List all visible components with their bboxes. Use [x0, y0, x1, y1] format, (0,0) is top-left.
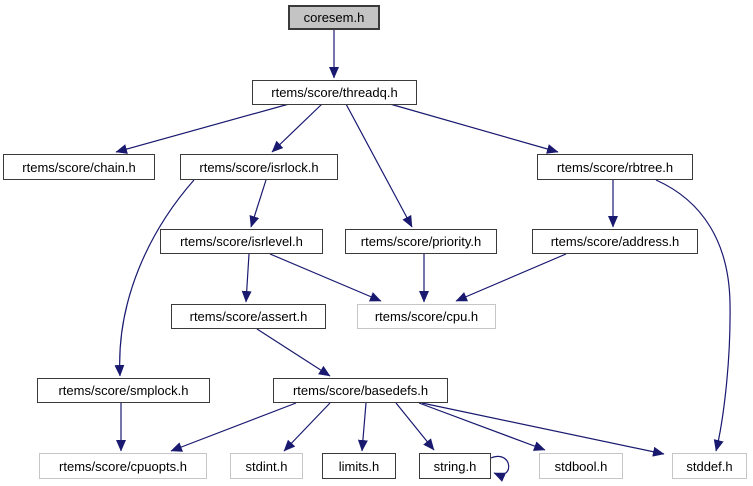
- node-address[interactable]: rtems/score/address.h: [532, 229, 698, 254]
- edge-address-to-cpu: [455, 253, 567, 302]
- node-label-threadq: rtems/score/threadq.h: [271, 85, 398, 100]
- edge-threadq-to-isrlock: [271, 103, 323, 153]
- node-label-smplock: rtems/score/smplock.h: [58, 383, 189, 398]
- edge-basedefs-to-cpuopts: [170, 402, 297, 452]
- node-string[interactable]: string.h: [419, 453, 491, 479]
- node-chain[interactable]: rtems/score/chain.h: [3, 154, 155, 180]
- node-label-cpu: rtems/score/cpu.h: [374, 309, 479, 324]
- node-assert[interactable]: rtems/score/assert.h: [171, 304, 326, 329]
- node-label-address: rtems/score/address.h: [550, 234, 680, 249]
- node-label-chain: rtems/score/chain.h: [22, 159, 136, 175]
- node-label-stdbool: stdbool.h: [554, 458, 608, 474]
- edge-isrlevel-to-assert: [241, 253, 252, 303]
- node-label-isrlock: rtems/score/isrlock.h: [199, 159, 319, 175]
- edge-isrlock-to-smplock: [114, 179, 195, 377]
- edge-basedefs-to-string: [395, 402, 435, 451]
- node-label-basedefs: rtems/score/basedefs.h: [292, 383, 429, 398]
- node-limits[interactable]: limits.h: [322, 453, 396, 479]
- node-priority[interactable]: rtems/score/priority.h: [345, 229, 497, 254]
- node-cpuopts: rtems/score/cpuopts.h: [39, 453, 207, 479]
- node-stddef: stddef.h: [672, 453, 747, 479]
- edge-rbtree-to-stddef: [655, 179, 731, 452]
- node-label-coresem: coresem.h: [303, 10, 365, 25]
- node-stdbool: stdbool.h: [539, 453, 623, 479]
- edge-threadq-to-chain: [115, 103, 290, 154]
- node-coresem: coresem.h: [288, 5, 380, 30]
- node-basedefs[interactable]: rtems/score/basedefs.h: [273, 378, 448, 403]
- node-threadq[interactable]: rtems/score/threadq.h: [252, 80, 417, 105]
- edge-isrlock-to-isrlevel: [249, 179, 267, 228]
- node-stdint: stdint.h: [230, 453, 303, 479]
- node-rbtree[interactable]: rtems/score/rbtree.h: [537, 154, 693, 180]
- node-label-limits: limits.h: [338, 458, 380, 474]
- edge-basedefs-to-stdint: [283, 402, 331, 452]
- edge-threadq-to-priority: [345, 103, 413, 228]
- node-label-assert: rtems/score/assert.h: [189, 309, 308, 324]
- node-smplock[interactable]: rtems/score/smplock.h: [37, 378, 210, 403]
- node-label-stddef: stddef.h: [686, 458, 733, 474]
- edge-basedefs-to-limits: [357, 402, 368, 452]
- node-isrlock[interactable]: rtems/score/isrlock.h: [180, 154, 338, 180]
- node-label-rbtree: rtems/score/rbtree.h: [556, 159, 674, 175]
- node-label-stdint: stdint.h: [245, 458, 288, 474]
- edge-threadq-to-rbtree: [389, 103, 559, 154]
- node-cpu: rtems/score/cpu.h: [357, 304, 496, 329]
- node-label-isrlevel: rtems/score/isrlevel.h: [180, 234, 303, 249]
- edge-assert-to-basedefs: [256, 328, 331, 377]
- node-label-string: string.h: [433, 458, 477, 474]
- edge-string-self-loop: [490, 455, 510, 482]
- edge-basedefs-to-stdbool: [418, 402, 546, 451]
- edge-basedefs-to-stddef: [421, 402, 665, 457]
- edge-isrlevel-to-cpu: [269, 253, 382, 302]
- node-isrlevel[interactable]: rtems/score/isrlevel.h: [160, 229, 323, 254]
- node-label-cpuopts: rtems/score/cpuopts.h: [59, 458, 187, 474]
- node-label-priority: rtems/score/priority.h: [360, 234, 482, 249]
